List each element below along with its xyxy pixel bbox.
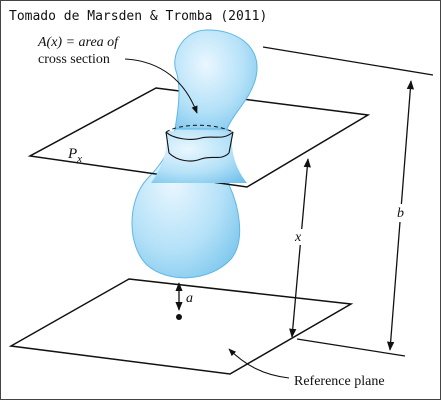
- reference-point: [176, 314, 182, 320]
- reference-plane: [8, 278, 354, 375]
- distance-x-label-bg: [294, 229, 305, 245]
- distance-a-label: a: [186, 291, 193, 306]
- reference-plane-leader-arrow: [228, 348, 290, 379]
- cross-section-right-side: [228, 131, 234, 154]
- area-function-label-line2: cross section: [38, 52, 110, 67]
- cross-section-bottom-edge: [168, 152, 230, 162]
- cross-section-left-side: [165, 131, 170, 154]
- distance-b-label-bg: [395, 204, 407, 222]
- distance-x-arrow: [289, 158, 311, 338]
- distance-b-label: b: [397, 206, 404, 221]
- solid-through-plane: [151, 131, 247, 183]
- distance-x-label: x: [294, 230, 302, 245]
- area-function-label: A(x) = area of: [37, 35, 120, 50]
- slicing-plane: [27, 87, 371, 188]
- cross-section-front-edge: [165, 131, 234, 140]
- source-credit: Tomado de Marsden & Tromba (2011): [9, 9, 267, 24]
- bottom-plane-edge: [296, 338, 406, 357]
- solid-upper-part: [174, 29, 258, 130]
- reference-plane-label: Reference plane: [294, 374, 385, 389]
- plane-label: Px: [67, 146, 82, 165]
- area-leader-arrow: [124, 58, 198, 114]
- top-plane-edge: [262, 46, 434, 76]
